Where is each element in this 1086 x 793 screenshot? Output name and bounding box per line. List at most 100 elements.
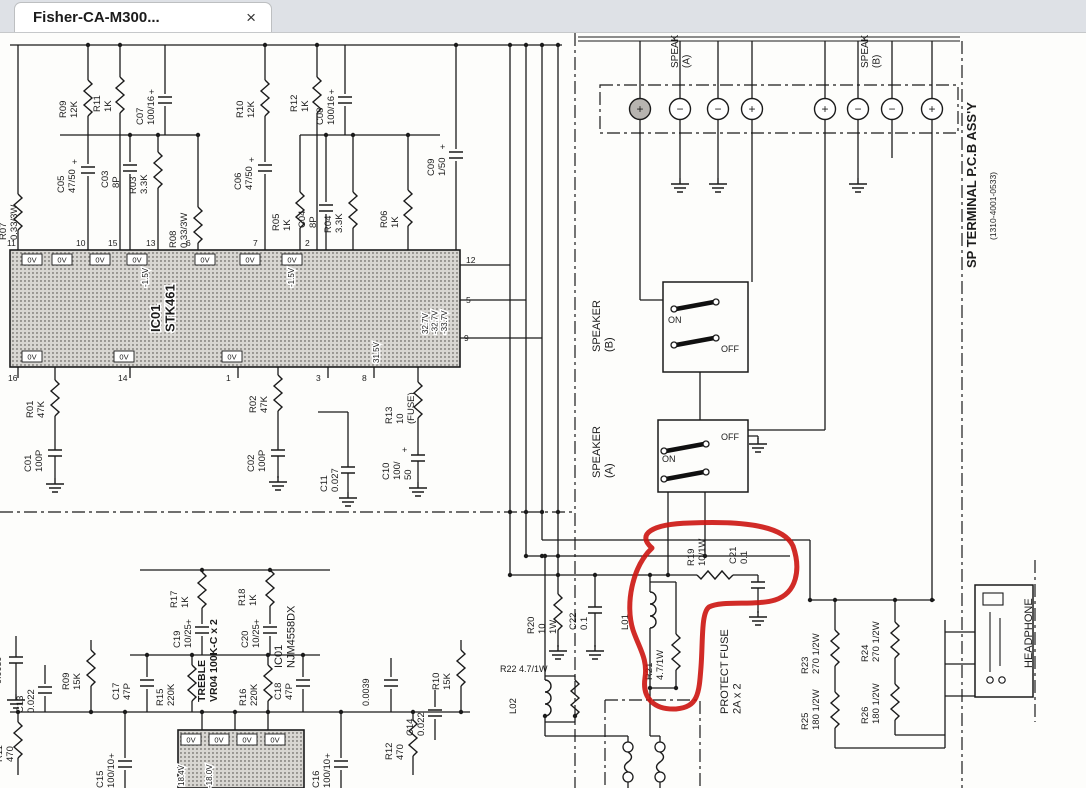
label-c04: C048P (297, 211, 319, 228)
resistor-symbol (670, 633, 682, 671)
resistor-symbol (192, 206, 204, 244)
label-spk-a-top: SPEAK(A) (670, 34, 693, 68)
pcb-border-lines (578, 36, 960, 42)
fuse-symbol (654, 741, 666, 753)
label-c06: C0647/50 (233, 166, 255, 190)
junction-dot (542, 553, 548, 559)
capacitor-symbol (428, 709, 442, 717)
label-c18: C1847P (273, 683, 295, 700)
speaker-terminal (920, 97, 944, 121)
label-r09: R0912K (58, 100, 80, 118)
label-c07: C07100/16 (135, 96, 157, 125)
tab-close-button[interactable]: × (246, 8, 256, 27)
document-tab[interactable]: Fisher-CA-M300... × (14, 2, 272, 32)
terminal-sign: + (748, 102, 755, 116)
label-r13: R1310(FUSE) (384, 392, 417, 424)
polarity-plus-sign: + (72, 157, 77, 167)
fuse-symbol (622, 741, 634, 753)
junction-dot (572, 713, 578, 719)
capacitor-symbol (118, 760, 132, 768)
coil-symbol (544, 679, 552, 717)
label-r19: R1910/1W (686, 539, 708, 566)
capacitor-symbol (140, 679, 154, 687)
label-speaker-b: SPEAKER(B) (591, 300, 616, 352)
junction-dot (155, 132, 161, 138)
voltage-box (89, 253, 111, 266)
resistor-symbol (407, 719, 419, 757)
polarity-plus-sign: + (109, 751, 114, 761)
junction-dot (262, 42, 268, 48)
ground-symbol (586, 645, 604, 660)
resistor-symbol (829, 691, 841, 729)
label-l01: L01 (620, 614, 631, 630)
label-r08: R080.33/3W (168, 213, 190, 248)
switch-blades (663, 299, 717, 482)
capacitor-symbol (384, 679, 398, 687)
ground-symbol (46, 478, 64, 493)
junction-dot (265, 652, 271, 658)
label-c05: C0547/50 (56, 169, 78, 193)
voltage-box (264, 733, 286, 746)
resistor-symbol (889, 683, 901, 721)
pin-9: 9 (464, 333, 469, 343)
junction-dot (523, 42, 529, 48)
capacitor-symbol (319, 204, 333, 212)
junction-dot (265, 709, 271, 715)
label-r12: R121K (289, 95, 311, 112)
pin-7: 7 (253, 238, 258, 248)
polarity-plus-sign: + (254, 617, 259, 627)
label-r11: R111K (92, 95, 114, 112)
label-r10: R1012K (235, 100, 257, 118)
paper-background (0, 33, 1086, 788)
junction-dot (314, 42, 320, 48)
voltage-box-label: 0V (287, 256, 296, 265)
junction-dot (323, 132, 329, 138)
speaker-terminal (740, 97, 764, 121)
label-c03: C038P (100, 171, 122, 188)
voltage-box (113, 350, 135, 363)
junction-dot (702, 553, 708, 559)
fuse-symbol (622, 771, 634, 783)
voltage-box-label: 0V (119, 353, 128, 362)
tab-title: Fisher-CA-M300... (33, 9, 160, 26)
junction-dot (117, 42, 123, 48)
speaker-terminal (706, 97, 730, 121)
resistor-symbol (259, 79, 271, 117)
polarity-plus-sign: + (440, 142, 445, 152)
voltage-box-label: 0V (186, 736, 195, 745)
terminal-sign: + (821, 102, 828, 116)
label-c0039a: 0.0039 (0, 656, 3, 684)
label-sp-terminal: SP TERMINAL P.C.B ASS'Y (964, 102, 979, 268)
pin-8: 8 (362, 373, 367, 383)
label-r25: R25180 1/2W (800, 689, 822, 730)
polarity-plus-sign: + (402, 445, 407, 455)
switch-contacts (660, 298, 720, 483)
label-v-315: 31.5V (372, 341, 381, 363)
pcb-chain-borders (0, 33, 1036, 788)
label-off-a: OFF (721, 432, 739, 442)
ground-symbol (269, 476, 287, 491)
junction-dot (892, 597, 898, 603)
resistor-symbol (311, 76, 323, 114)
junction-dot (507, 509, 513, 515)
voltage-box-label: 0V (200, 256, 209, 265)
junction-dot (647, 685, 653, 691)
capacitor-symbol (334, 760, 348, 768)
fuse-symbol (654, 771, 666, 783)
voltage-box-label: 0V (242, 736, 251, 745)
voltage-box (126, 253, 148, 266)
junction-dot (189, 652, 195, 658)
voltage-box (236, 733, 258, 746)
label-c10: C10100/50 (381, 461, 414, 480)
ground-symbol (409, 482, 427, 497)
label-r22: R22 4.7/1W (500, 664, 548, 674)
label-c15: C15100/10 (95, 759, 117, 788)
terminal-sign: − (676, 102, 683, 116)
junction-dot (647, 572, 653, 578)
junction-dot (542, 713, 548, 719)
ground-symbol (849, 178, 867, 193)
voltage-box (208, 733, 230, 746)
label-c11: C110.027 (319, 468, 341, 492)
voltage-box-label: 0V (245, 256, 254, 265)
